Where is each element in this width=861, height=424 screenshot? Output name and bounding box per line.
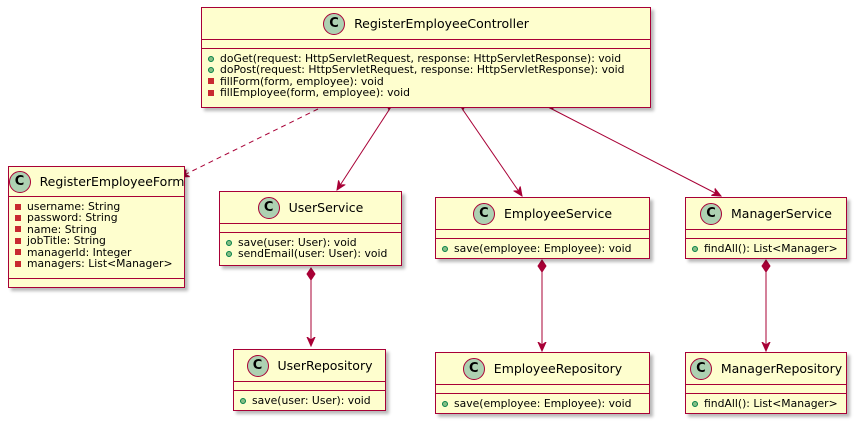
class-icon: C xyxy=(700,202,722,225)
public-visibility-icon xyxy=(208,67,214,74)
composition-controller-to-employeeservice xyxy=(462,109,522,196)
composition-controller-to-userservice xyxy=(337,109,390,190)
composition-diamond xyxy=(537,259,547,273)
fields-compartment xyxy=(436,230,649,239)
private-visibility-icon xyxy=(15,215,21,222)
class-name: UserRepository xyxy=(277,358,373,373)
public-visibility-icon xyxy=(240,397,246,404)
method-row: findAll(): List<Manager> xyxy=(692,398,846,409)
public-visibility-icon xyxy=(208,55,214,62)
private-visibility-icon xyxy=(208,89,214,96)
private-visibility-icon xyxy=(15,203,21,210)
composition-diamond xyxy=(306,267,316,281)
private-visibility-icon xyxy=(15,226,21,233)
composition-diamond xyxy=(761,259,771,273)
method-row: fillForm(form, employee): void xyxy=(208,75,650,87)
field-row: name: String xyxy=(15,223,184,235)
composition-controller-to-managerservice xyxy=(547,106,721,196)
method-row: findAll(): List<Manager> xyxy=(692,243,846,254)
class-header: C EmployeeRepository xyxy=(436,353,649,385)
class-manager-service[interactable]: C ManagerService findAll(): List<Manager… xyxy=(685,197,847,259)
methods-compartment: doGet(request: HttpServletRequest, respo… xyxy=(202,49,650,99)
class-employee-service[interactable]: C EmployeeService save(employee: Employe… xyxy=(435,197,650,259)
public-visibility-icon xyxy=(226,239,232,246)
fields-compartment xyxy=(234,382,385,391)
method-row: sendEmail(user: User): void xyxy=(226,248,401,260)
class-header: C RegisterEmployeeForm xyxy=(8,167,185,197)
private-visibility-icon xyxy=(15,249,21,256)
public-visibility-icon xyxy=(692,245,698,252)
class-register-employee-controller[interactable]: C RegisterEmployeeController doGet(reque… xyxy=(201,7,651,108)
class-icon: C xyxy=(257,196,280,219)
methods-compartment: save(user: User): void xyxy=(234,391,385,406)
method-row: save(employee: Employee): void xyxy=(442,243,649,254)
class-name: EmployeeService xyxy=(503,206,613,221)
class-name: UserService xyxy=(288,200,364,215)
fields-compartment xyxy=(220,224,401,233)
private-visibility-icon xyxy=(15,237,21,244)
method-row: fillEmployee(form, employee): void xyxy=(208,87,650,99)
public-visibility-icon xyxy=(226,251,232,258)
fields-compartment: username: String password: String name: … xyxy=(9,197,184,279)
methods-compartment: save(employee: Employee): void xyxy=(436,239,649,254)
field-row: jobTitle: String xyxy=(15,235,184,247)
class-user-service[interactable]: C UserService save(user: User): void sen… xyxy=(219,191,402,266)
methods-compartment: save(employee: Employee): void xyxy=(436,394,649,409)
fields-compartment xyxy=(686,385,846,394)
field-row: managers: List<Manager> xyxy=(15,258,184,269)
public-visibility-icon xyxy=(692,400,698,407)
class-icon: C xyxy=(462,357,485,380)
methods-compartment: findAll(): List<Manager> xyxy=(686,239,846,254)
method-row: doGet(request: HttpServletRequest, respo… xyxy=(208,53,650,64)
class-name: EmployeeRepository xyxy=(493,361,623,376)
class-header: C UserService xyxy=(220,192,401,224)
public-visibility-icon xyxy=(442,245,448,252)
dependency-controller-to-form xyxy=(180,108,319,177)
field-row: managerId: Integer xyxy=(15,246,184,258)
private-visibility-icon xyxy=(208,78,214,85)
class-user-repository[interactable]: C UserRepository save(user: User): void xyxy=(233,349,386,411)
class-header: C ManagerService xyxy=(686,198,846,230)
class-name: RegisterEmployeeController xyxy=(354,16,529,31)
methods-compartment: findAll(): List<Manager> xyxy=(686,394,846,409)
class-header: C EmployeeService xyxy=(436,198,649,230)
method-row: save(user: User): void xyxy=(226,237,401,248)
fields-compartment xyxy=(202,40,650,49)
class-header: C UserRepository xyxy=(234,350,385,382)
class-employee-repository[interactable]: C EmployeeRepository save(employee: Empl… xyxy=(435,352,650,414)
field-row: password: String xyxy=(15,212,184,224)
class-manager-repository[interactable]: C ManagerRepository findAll(): List<Mana… xyxy=(685,352,847,414)
method-row: save(employee: Employee): void xyxy=(442,398,649,409)
class-header: C RegisterEmployeeController xyxy=(202,8,650,40)
class-icon: C xyxy=(246,354,269,377)
fields-compartment xyxy=(436,385,649,394)
field-row: username: String xyxy=(15,201,184,212)
method-row: save(user: User): void xyxy=(240,395,385,406)
class-name: RegisterEmployeeForm xyxy=(39,174,185,189)
class-header: C ManagerRepository xyxy=(686,353,846,385)
class-icon: C xyxy=(8,170,31,193)
class-icon: C xyxy=(472,202,495,225)
method-row: doPost(request: HttpServletRequest, resp… xyxy=(208,64,650,76)
private-visibility-icon xyxy=(15,260,21,267)
class-register-employee-form[interactable]: C RegisterEmployeeForm username: String … xyxy=(8,166,185,288)
class-name: ManagerService xyxy=(731,206,832,221)
class-icon: C xyxy=(689,357,712,380)
class-icon: C xyxy=(323,12,346,35)
fields-compartment xyxy=(686,230,846,239)
methods-compartment: save(user: User): void sendEmail(user: U… xyxy=(220,233,401,260)
public-visibility-icon xyxy=(442,400,448,407)
class-name: ManagerRepository xyxy=(720,361,843,376)
